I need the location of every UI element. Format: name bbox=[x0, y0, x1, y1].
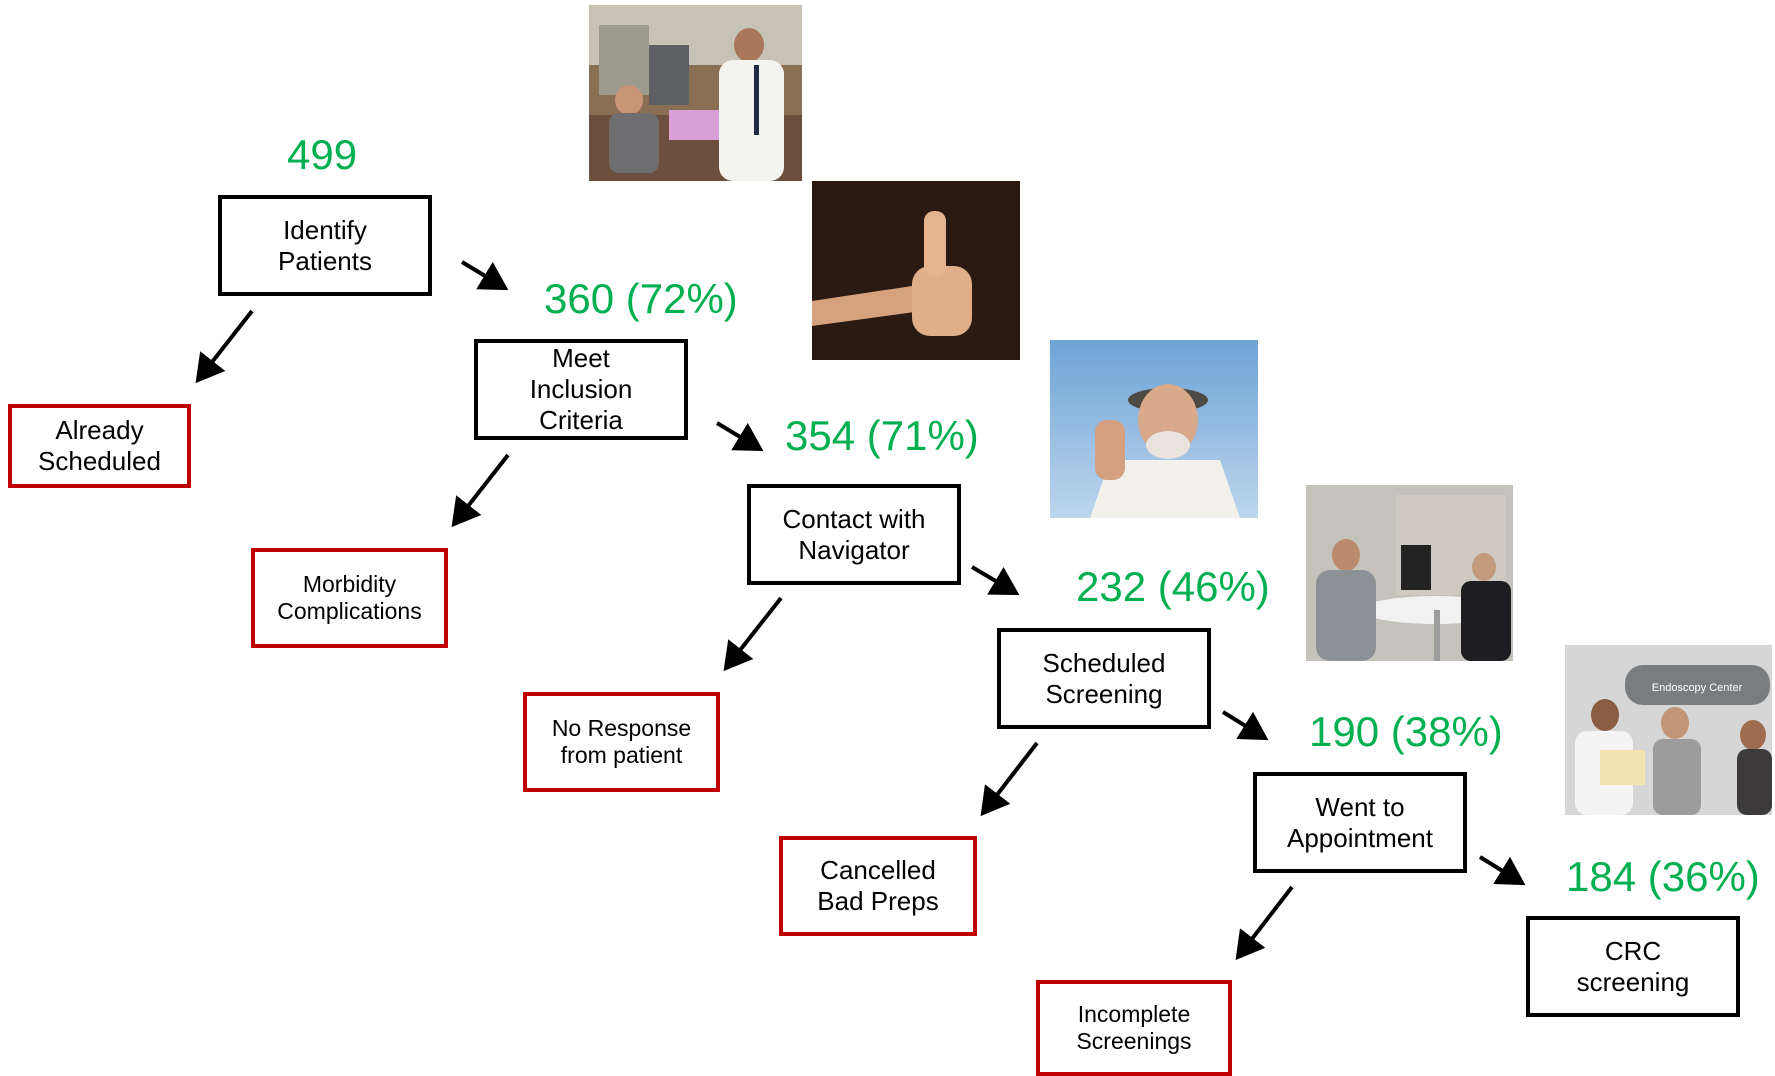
exclusion-incomplete-screenings: Incomplete Screenings bbox=[1036, 980, 1232, 1076]
count-identify: 499 bbox=[287, 131, 358, 178]
photo-endoscopy-center: Endoscopy Center bbox=[1565, 645, 1772, 815]
arrow-contact-to-noresponse bbox=[723, 596, 783, 672]
photo-office-meeting bbox=[589, 5, 802, 181]
step-went-to-appointment: Went to Appointment bbox=[1253, 772, 1467, 873]
count-went-appointment: 190 (38%) bbox=[1309, 708, 1503, 755]
count-scheduled-screening: 232 (46%) bbox=[1076, 563, 1270, 610]
count-meet-inclusion: 360 (72%) bbox=[544, 275, 738, 322]
arrow-meet-to-morbidity bbox=[451, 453, 510, 528]
step-identify-patients: Identify Patients bbox=[218, 195, 432, 296]
arrow-went-to-incomplete bbox=[1235, 885, 1294, 961]
step-meet-inclusion-criteria: Meet Inclusion Criteria bbox=[474, 339, 688, 440]
exclusion-already-scheduled: Already Scheduled bbox=[8, 404, 191, 488]
arrow-meet-to-contact bbox=[715, 421, 764, 452]
step-scheduled-screening: Scheduled Screening bbox=[997, 628, 1211, 729]
arrow-scheduled-to-went bbox=[1221, 710, 1269, 741]
endoscopy-sign-text: Endoscopy Center bbox=[1652, 682, 1743, 694]
arrow-identify-to-already bbox=[195, 309, 254, 384]
exclusion-cancelled-bad-preps: Cancelled Bad Preps bbox=[779, 836, 977, 936]
count-contact-navigator: 354 (71%) bbox=[785, 412, 979, 459]
photo-thumbs-up bbox=[812, 181, 1020, 360]
step-crc-screening: CRC screening bbox=[1526, 916, 1740, 1017]
photo-man-on-phone bbox=[1050, 340, 1258, 518]
arrow-went-to-crc bbox=[1478, 855, 1526, 886]
step-contact-navigator: Contact with Navigator bbox=[747, 484, 961, 585]
photo-consultation-table bbox=[1306, 485, 1513, 661]
exclusion-no-response: No Response from patient bbox=[523, 692, 720, 792]
exclusion-morbidity-complications: Morbidity Complications bbox=[251, 548, 448, 648]
count-crc-screening: 184 (36%) bbox=[1566, 853, 1760, 900]
arrow-contact-to-scheduled bbox=[970, 565, 1020, 596]
arrow-scheduled-to-cancelled bbox=[980, 741, 1039, 817]
arrow-identify-to-meet bbox=[460, 260, 509, 291]
